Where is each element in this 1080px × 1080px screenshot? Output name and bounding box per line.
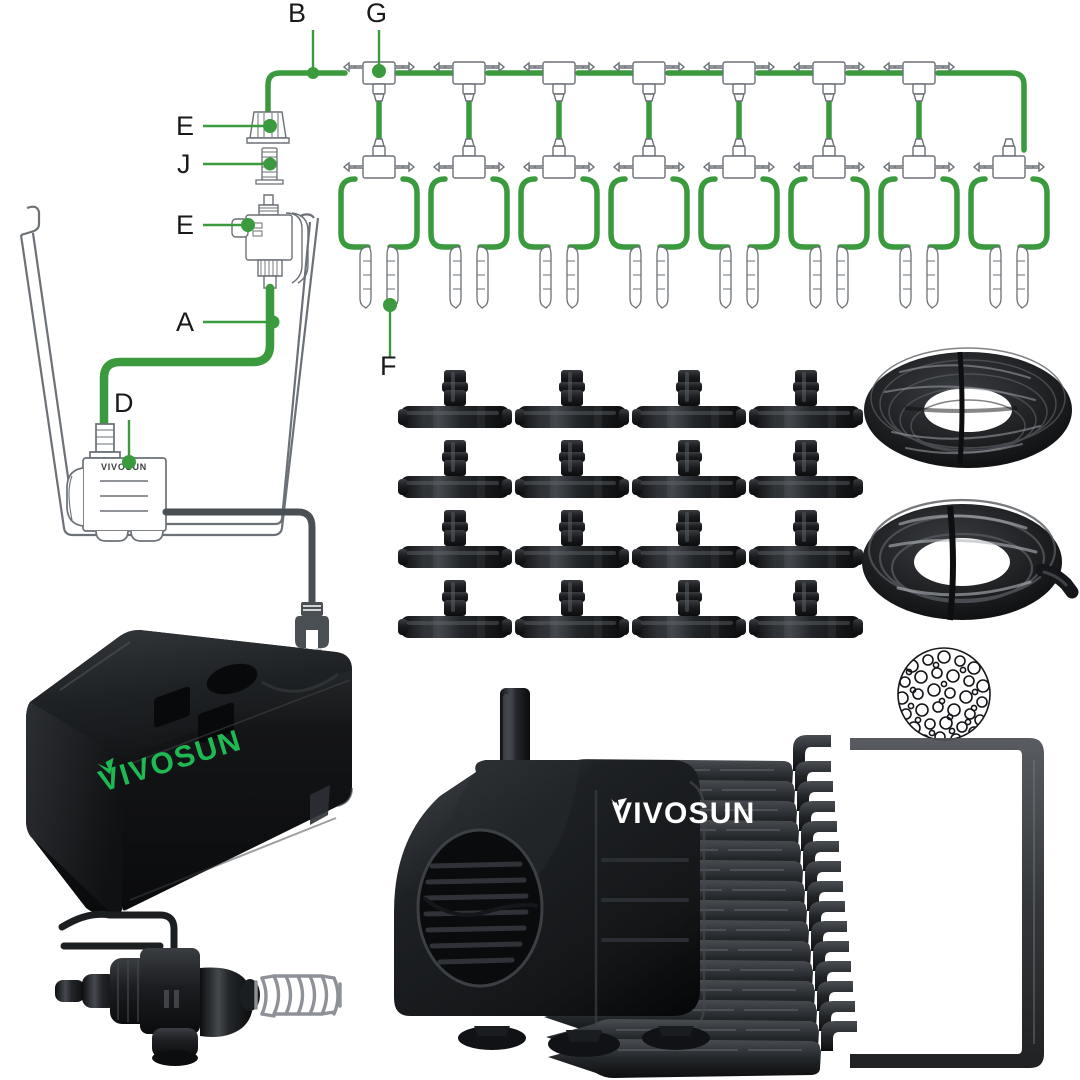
tee-connector-part	[515, 370, 629, 428]
callout-dot-B	[307, 67, 319, 79]
callout-label-J: J	[177, 149, 191, 179]
timer-box-leaf-icon	[96, 756, 120, 779]
timer-outlet-box	[26, 630, 353, 914]
tee-connector-part	[515, 580, 629, 638]
callout-dot-D	[122, 455, 136, 469]
callout-label-B: B	[288, 0, 306, 28]
filter-sponge-ball	[897, 647, 991, 741]
callout-dot-E-cap	[263, 119, 277, 133]
tee-fitting-row-main	[342, 61, 956, 102]
tee-connector-part	[749, 510, 863, 568]
callout-dot-F	[383, 298, 397, 312]
tee-connector-grid	[398, 370, 863, 638]
callout-label-F: F	[380, 351, 397, 381]
tee-connector-part	[398, 440, 512, 498]
thick-tubing-coil	[862, 498, 1079, 621]
callout-label-E-cap: E	[176, 111, 194, 141]
feeder-tubing-schematic	[99, 283, 275, 429]
callout-label-A: A	[176, 307, 194, 337]
schematic-diagram: VIVOSUN	[19, 30, 1050, 674]
dripper-branch-group	[338, 138, 1050, 309]
tee-connector-part	[398, 370, 512, 428]
flow-control-valve-assembly	[55, 910, 342, 1066]
callout-dots	[122, 64, 397, 469]
schematic-drip-stake	[359, 246, 1029, 309]
pump-brand-wordmark: VIVOSUN	[612, 797, 755, 831]
tee-connector-part	[515, 440, 629, 498]
callout-label-G: G	[366, 0, 387, 28]
callout-label-text: B G E J E A D F	[114, 0, 397, 418]
callout-dot-J	[263, 157, 277, 171]
tee-connector-part	[632, 580, 746, 638]
pump-leaf-icon	[610, 797, 628, 814]
callout-dot-A	[266, 315, 280, 329]
flow-control-valve-schematic	[231, 194, 309, 289]
svg-text:VIVOSUN: VIVOSUN	[101, 462, 147, 472]
tee-connector-part	[632, 510, 746, 568]
callout-label-E-valve: E	[176, 210, 194, 240]
pump-schematic: VIVOSUN	[66, 423, 167, 542]
thin-tubing-coil	[864, 347, 1072, 468]
water-pump-product	[394, 688, 710, 1057]
pump-brand-text: VIVOSUN	[612, 797, 756, 830]
pump-suction-feet	[458, 1026, 710, 1057]
power-cord-schematic	[162, 508, 316, 610]
callout-dot-G	[372, 64, 386, 78]
tee-connector-part	[632, 370, 746, 428]
callout-label-D: D	[114, 388, 134, 418]
tee-connector-part	[398, 580, 512, 638]
tee-connector-part	[749, 370, 863, 428]
tee-connector-part	[749, 440, 863, 498]
tee-connector-part	[398, 510, 512, 568]
tee-connector-part	[632, 440, 746, 498]
tee-connector-part	[515, 510, 629, 568]
tee-connector-part	[749, 580, 863, 638]
callout-dot-E-valve	[241, 218, 255, 232]
outlet-socket	[154, 663, 258, 744]
